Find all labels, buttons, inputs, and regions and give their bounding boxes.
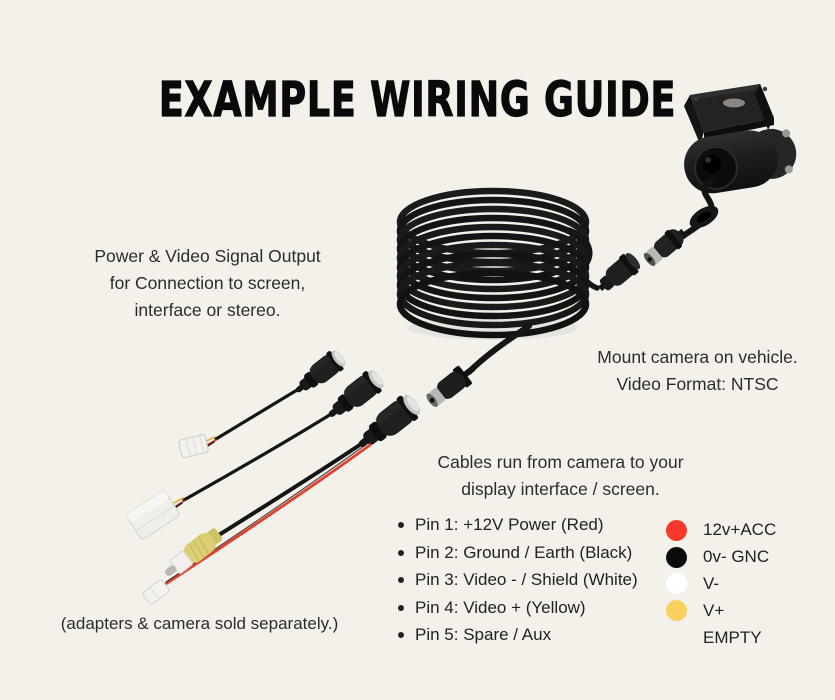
red-wire-dot-icon	[666, 519, 687, 541]
legend-label: 12v+ACC	[703, 520, 777, 540]
pin-list-item: Pin 2: Ground / Earth (Black)	[396, 539, 666, 567]
legend-label: EMPTY	[703, 627, 762, 647]
legend-row: EMPTY	[666, 624, 776, 651]
camera-pigtail-connector	[643, 228, 686, 266]
aviation-connector-c	[358, 395, 421, 448]
pin-list-item: Pin 5: Spare / Aux	[396, 621, 666, 649]
sold-separately-note: (adapters & camera sold separately.)	[60, 614, 339, 633]
cable-c-black	[212, 438, 369, 540]
coil-connector-adapter-end	[426, 365, 476, 407]
cable-a	[214, 385, 304, 441]
coiled-cable-image	[396, 187, 641, 407]
wire-color-legend: 12v+ACC 0v- GNC V- V+ EMPTY	[666, 517, 776, 651]
camera-lens	[694, 146, 738, 190]
aviation-connector-a	[295, 350, 346, 393]
coil-loops	[396, 187, 590, 339]
cable-c-red	[162, 443, 372, 587]
pin-list-item: Pin 4: Video + (Yellow)	[396, 594, 666, 622]
legend-label: V-	[703, 573, 720, 593]
white-wire-dot-icon	[666, 573, 687, 595]
pin-list-item: Pin 1: +12V Power (Red)	[396, 511, 666, 539]
pin-list-item: Pin 3: Video - / Shield (White)	[396, 566, 666, 594]
yellow-wire-dot-icon	[666, 600, 687, 622]
legend-row: V+	[666, 597, 776, 624]
legend-row: V-	[666, 571, 776, 598]
camera-grommet	[689, 205, 719, 229]
black-wire-dot-icon	[666, 546, 687, 568]
cables-note: Cables run from camera to your display i…	[437, 452, 684, 499]
pin-list: Pin 1: +12V Power (Red) Pin 2: Ground / …	[396, 511, 666, 649]
page-title: EXAMPLE WIRING GUIDE	[158, 71, 677, 128]
rca-connector	[165, 528, 223, 576]
adapter-cables-image	[126, 350, 421, 605]
molex-connector	[126, 490, 180, 540]
legend-row: 12v+ACC	[666, 517, 776, 544]
cable-b	[182, 409, 338, 502]
legend-label: 0v- GNC	[703, 547, 770, 567]
coil-tail-to-camera	[566, 227, 600, 291]
coil-connector-camera-end	[598, 252, 641, 292]
legend-label: V+	[703, 600, 725, 620]
output-note: Power & Video Signal Output for Connecti…	[94, 246, 321, 320]
camera-image	[643, 84, 797, 266]
coil-tail-to-adapters	[466, 323, 532, 375]
legend-row: 0v- GNC	[666, 544, 776, 571]
power-plug-connector	[142, 579, 170, 605]
camera-bracket	[684, 84, 774, 144]
jst-connector	[178, 434, 209, 459]
mount-note: Mount camera on vehicle. Video Format: N…	[597, 347, 798, 394]
